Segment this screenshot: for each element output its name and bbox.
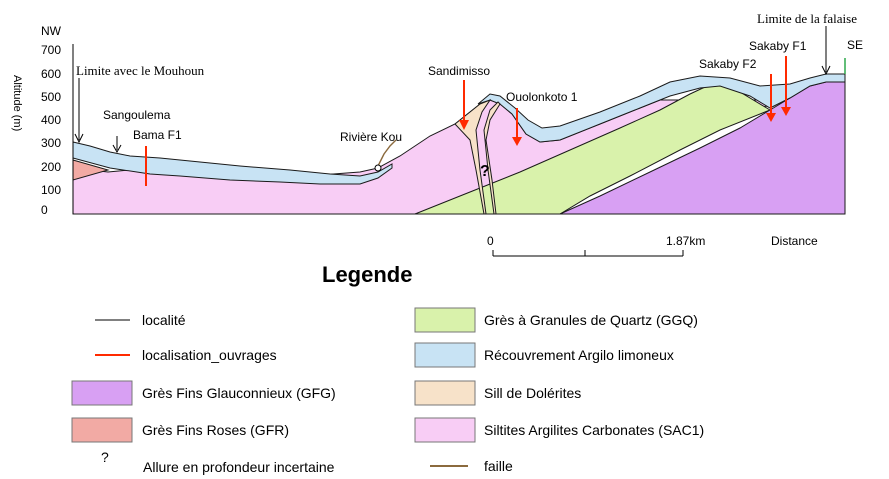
y-tick-100: 100 (41, 183, 61, 197)
sandimisso-label: Sandimisso (428, 64, 490, 78)
legend-swatch-sill (414, 380, 476, 406)
legend-label-uncertain: Allure en profondeur incertaine (143, 459, 335, 475)
sakaby-f1-label: Sakaby F1 (749, 39, 807, 53)
y-tick-600: 600 (41, 67, 61, 81)
layer-recouvrement (72, 141, 393, 185)
legend-title: Legende (322, 262, 412, 287)
riviere-kou-marker (374, 164, 382, 172)
legend-symbol-question: ? (101, 449, 109, 465)
legend-swatch-sac1 (414, 417, 476, 443)
layer-recouvrement-east (477, 73, 846, 143)
legend-label-faille: faille (484, 458, 513, 474)
ouolonkoto-arrowhead (512, 137, 522, 146)
ouolonkoto-label: Ouolonkoto 1 (506, 90, 578, 104)
y-axis-label: Altitude (m) (11, 75, 23, 131)
legend: Legende localité localisation_ouvrages G… (71, 262, 704, 475)
legend-label-sill: Sill de Dolérites (484, 385, 581, 401)
limite-mouhoun-arrowhead (74, 133, 84, 144)
legend-swatch-gfg (71, 380, 133, 406)
y-tick-400: 400 (41, 113, 61, 127)
riviere-kou-label: Rivière Kou (340, 130, 402, 144)
sangoulema-arrowhead (112, 144, 122, 154)
y-tick-0: 0 (41, 203, 48, 217)
layer-sill (454, 98, 501, 215)
se-label: SE (847, 38, 863, 52)
cross-section (72, 58, 846, 215)
legend-label-sac1: Siltites Argilites Carbonates (SAC1) (484, 422, 704, 438)
sangoulema-label: Sangoulema (103, 108, 171, 122)
distance-label: Distance (771, 234, 818, 248)
legend-label-gfg: Grès Fins Glauconnieux (GFG) (142, 385, 336, 401)
sakaby-f2-arrowhead (766, 113, 776, 122)
y-tick-300: 300 (41, 136, 61, 150)
uncertain-question-mark: ? (480, 163, 490, 180)
legend-label-localite: localité (142, 312, 186, 328)
scale-end-label: 1.87km (666, 234, 705, 248)
legend-swatch-ggq (414, 307, 476, 333)
annotations: Limite avec le Mouhoun Limite de la fala… (74, 11, 863, 186)
y-tick-700: 700 (41, 43, 61, 57)
y-tick-200: 200 (41, 160, 61, 174)
legend-swatch-gfr (71, 417, 133, 443)
legend-swatch-recouvrement (414, 342, 476, 368)
sandimisso-arrowhead (459, 120, 469, 130)
y-tick-500: 500 (41, 90, 61, 104)
legend-label-ggq: Grès à Granules de Quartz (GGQ) (484, 312, 698, 328)
legend-label-recouvrement: Récouvrement Argilo limoneux (484, 347, 674, 363)
limite-falaise-arrowhead (821, 65, 831, 76)
limite-falaise-label: Limite de la falaise (757, 11, 857, 26)
legend-label-gfr: Grès Fins Roses (GFR) (142, 422, 289, 438)
scale-bar: 0 1.87km Distance (487, 234, 818, 257)
legend-label-localisation: localisation_ouvrages (142, 347, 277, 363)
sakaby-f2-label: Sakaby F2 (699, 57, 757, 71)
sakaby-f1-arrowhead (781, 107, 791, 116)
bama-label: Bama F1 (133, 128, 182, 142)
faille-kou (377, 139, 397, 167)
y-axis: NW 700 600 500 400 300 200 100 0 Altitud… (11, 24, 74, 217)
limite-mouhoun-label: Limite avec le Mouhoun (76, 63, 205, 78)
scale-start-label: 0 (487, 234, 494, 248)
nw-label: NW (41, 24, 62, 38)
